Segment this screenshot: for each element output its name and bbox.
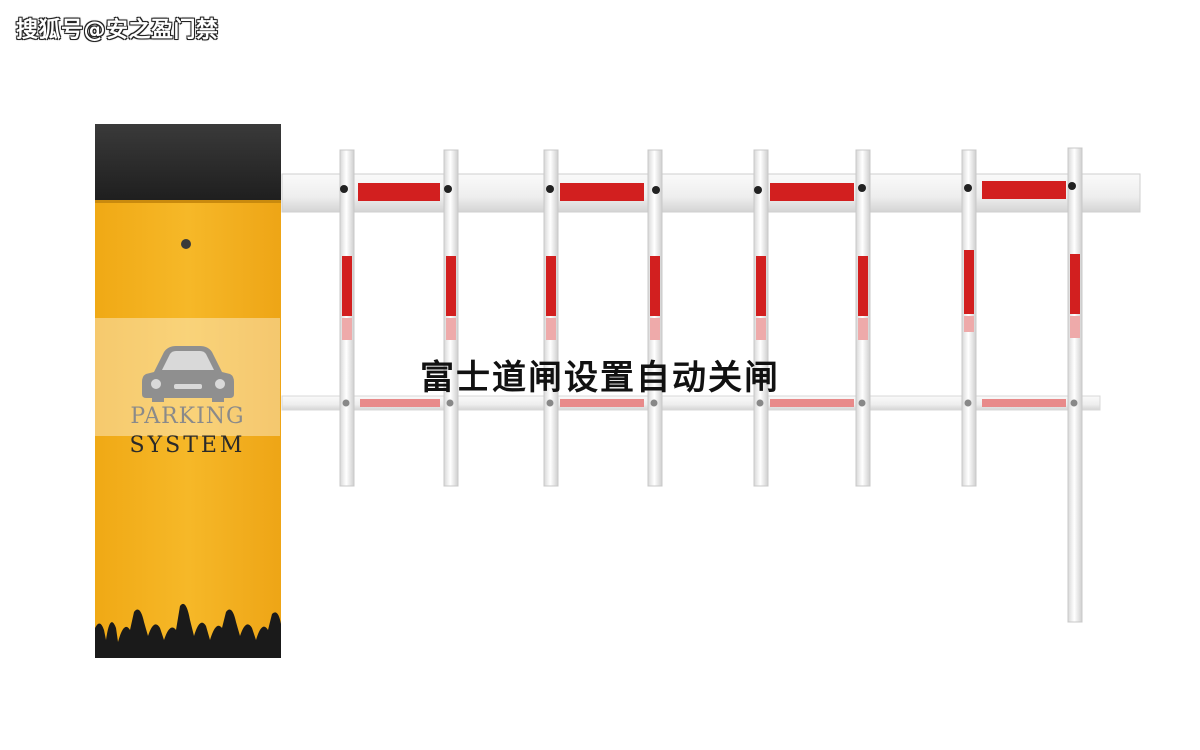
- picket: [443, 149, 459, 487]
- reflector: [358, 183, 440, 201]
- reflector: [982, 181, 1066, 199]
- reflector: [560, 183, 644, 201]
- reflector: [770, 183, 854, 201]
- lower-rail: [281, 395, 1101, 411]
- drip-pattern: [95, 603, 281, 658]
- picket: [753, 149, 769, 487]
- picket-long: [1067, 147, 1083, 623]
- parking-label: PARKING: [130, 404, 245, 429]
- picket: [961, 149, 977, 487]
- picket: [855, 149, 871, 487]
- caption-title: 富士道闸设置自动关闸: [420, 358, 780, 398]
- picket: [339, 149, 355, 487]
- rail-rivets: [342, 399, 1078, 407]
- system-label: SYSTEM: [129, 433, 246, 458]
- rivets: [340, 182, 1076, 194]
- main-boom: [281, 173, 1141, 213]
- lock-hole-icon: [181, 239, 191, 249]
- watermark-text: 搜狐号@安之盈门禁: [16, 18, 219, 43]
- picket: [647, 149, 663, 487]
- picket: [543, 149, 559, 487]
- car-icon: [142, 346, 234, 402]
- gate-cabinet: [95, 124, 281, 658]
- parking-label-panel: PARKING: [95, 318, 280, 436]
